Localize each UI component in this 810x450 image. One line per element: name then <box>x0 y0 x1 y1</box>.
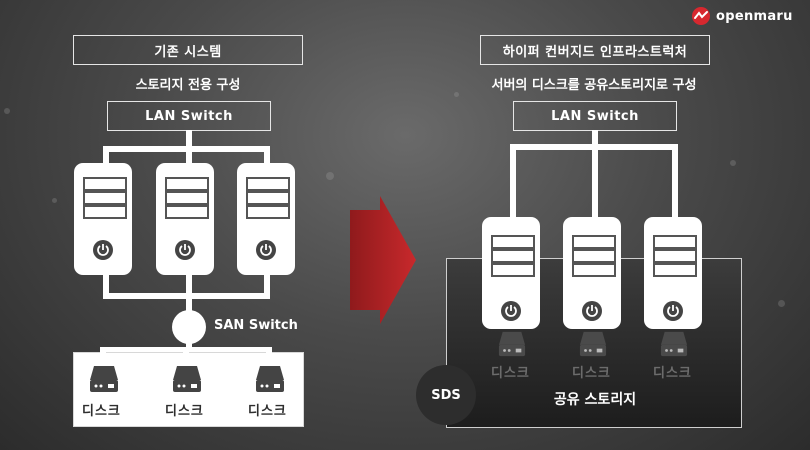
left-lan-stem <box>186 130 192 148</box>
transition-arrow-icon <box>350 196 416 328</box>
drive-bay <box>83 205 127 219</box>
left-title: 기존 시스템 <box>73 35 303 65</box>
disk-label: 디스크 <box>248 404 287 419</box>
disk-icon <box>88 362 120 398</box>
brand-logo: openmaru <box>692 7 793 25</box>
disk-label: 디스크 <box>653 366 692 381</box>
right-lan-drop <box>672 144 678 218</box>
san-switch-node <box>172 310 206 344</box>
drive-bay <box>246 191 290 205</box>
drive-bay <box>491 235 535 249</box>
drive-bay <box>572 249 616 263</box>
drive-bay <box>572 235 616 249</box>
power-icon <box>663 301 683 321</box>
left-lan-switch: LAN Switch <box>107 101 271 131</box>
drive-bay <box>165 205 209 219</box>
drive-bay <box>246 177 290 191</box>
drive-bay <box>165 177 209 191</box>
disk-label: 디스크 <box>82 404 121 419</box>
right-title: 하이퍼 컨버지드 인프라스트럭처 <box>480 35 710 65</box>
left-lan-drop <box>264 146 270 164</box>
right-lan-drop <box>592 144 598 218</box>
background-dot <box>4 108 10 114</box>
right-server-3 <box>644 217 702 329</box>
right-server-1 <box>482 217 540 329</box>
background-dot <box>52 198 57 203</box>
power-icon <box>501 301 521 321</box>
disk-icon <box>171 362 203 398</box>
left-disk-drop <box>183 350 189 364</box>
shared-storage-label: 공유 스토리지 <box>553 392 637 408</box>
left-san-up-drop <box>186 275 192 297</box>
disk-icon <box>659 330 689 362</box>
left-server-1 <box>74 163 132 275</box>
drive-bay <box>83 177 127 191</box>
background-dot <box>454 92 459 97</box>
san-switch-label: SAN Switch <box>214 318 298 333</box>
left-lan-drop <box>103 146 109 164</box>
drive-bay <box>83 191 127 205</box>
left-server-3 <box>237 163 295 275</box>
right-lan-stem <box>592 130 598 147</box>
left-subtitle: 스토리지 전용 구성 <box>135 78 241 93</box>
disk-label: 디스크 <box>165 404 204 419</box>
drive-bay <box>246 205 290 219</box>
left-lan-drop <box>186 146 192 164</box>
drive-bay <box>572 263 616 277</box>
left-disk-drop <box>100 350 106 364</box>
sds-node: SDS <box>416 365 476 425</box>
left-disk-drop <box>266 350 272 364</box>
logo-text: openmaru <box>716 8 793 24</box>
drive-bay <box>653 249 697 263</box>
right-subtitle: 서버의 디스크를 공유스토리지로 구성 <box>491 78 697 93</box>
background-dot <box>326 172 334 180</box>
left-san-up-stem <box>186 293 192 313</box>
background-dot <box>778 300 785 307</box>
sds-label: SDS <box>431 387 461 403</box>
background-dot <box>730 160 736 166</box>
drive-bay <box>491 263 535 277</box>
power-icon <box>582 301 602 321</box>
drive-bay <box>653 235 697 249</box>
left-server-2 <box>156 163 214 275</box>
right-server-2 <box>563 217 621 329</box>
power-icon <box>256 240 276 260</box>
right-lan-switch: LAN Switch <box>513 101 677 131</box>
disk-label: 디스크 <box>491 366 530 381</box>
left-san-up-drop <box>264 275 270 297</box>
right-lan-drop <box>510 144 516 218</box>
disk-icon <box>254 362 286 398</box>
disk-icon <box>578 330 608 362</box>
drive-bay <box>653 263 697 277</box>
logo-mark-icon <box>692 7 710 25</box>
power-icon <box>93 240 113 260</box>
left-san-up-drop <box>103 275 109 297</box>
power-icon <box>175 240 195 260</box>
disk-icon <box>497 330 527 362</box>
disk-label: 디스크 <box>572 366 611 381</box>
drive-bay <box>165 191 209 205</box>
drive-bay <box>491 249 535 263</box>
